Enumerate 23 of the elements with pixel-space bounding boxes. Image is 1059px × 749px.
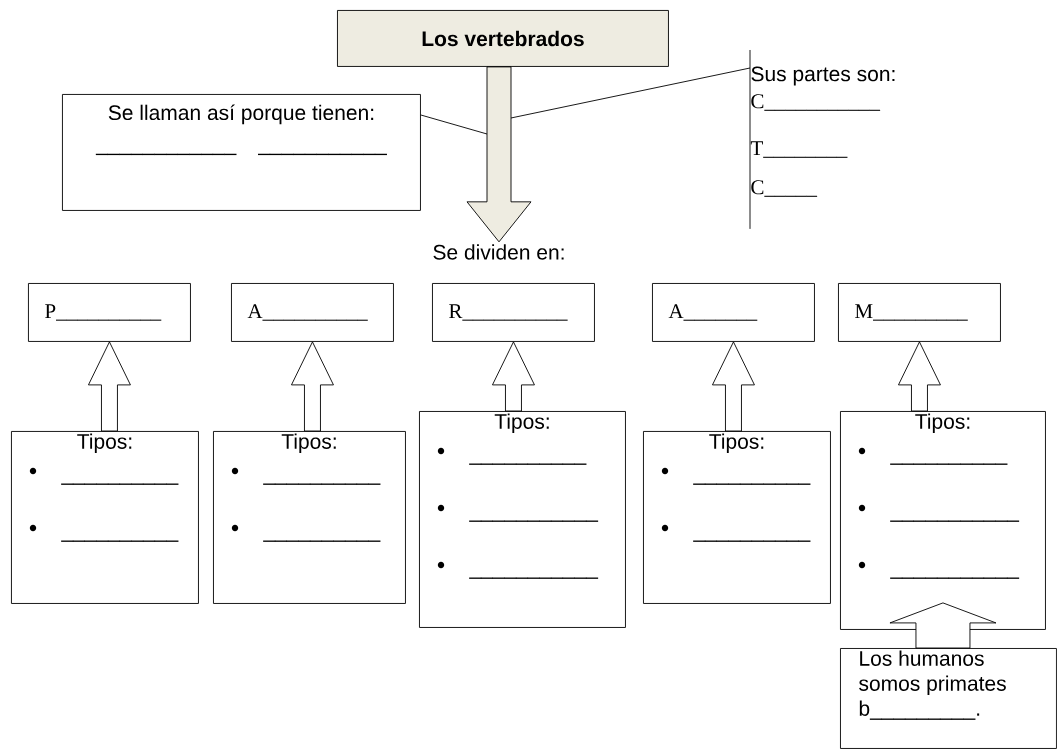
block-arrow [466, 66, 532, 243]
block-arrow [88, 341, 131, 432]
leader-line [510, 67, 751, 119]
text-box: Se llaman así porque tienen: ____________ ___________ [62, 94, 421, 211]
list-box: Tipos: __________ __________ [11, 431, 199, 604]
list-box: Tipos: __________ __________ [213, 431, 406, 604]
answer-box: P__________ [28, 283, 191, 342]
section-label: Se dividen en: [433, 244, 564, 260]
list-box: Tipos: __________ ___________ ___________ [419, 411, 626, 628]
answer-box: A_______ [652, 283, 815, 342]
leader-line [420, 114, 488, 135]
block-arrow [291, 341, 334, 432]
block-arrow [889, 602, 997, 649]
list-text: Sus partes son: C___________ T________ C_____ [750, 66, 895, 197]
block-arrow [492, 341, 535, 412]
list-box: Tipos: __________ ___________ ___________ [840, 411, 1046, 630]
answer-box: M_________ [838, 283, 1001, 342]
title-box: Los vertebrados [337, 10, 669, 67]
answer-box: R__________ [432, 283, 595, 342]
block-arrow [712, 341, 755, 432]
list-box: Tipos: __________ __________ [643, 431, 831, 604]
block-arrow [898, 341, 941, 412]
answer-box: A__________ [231, 283, 394, 342]
